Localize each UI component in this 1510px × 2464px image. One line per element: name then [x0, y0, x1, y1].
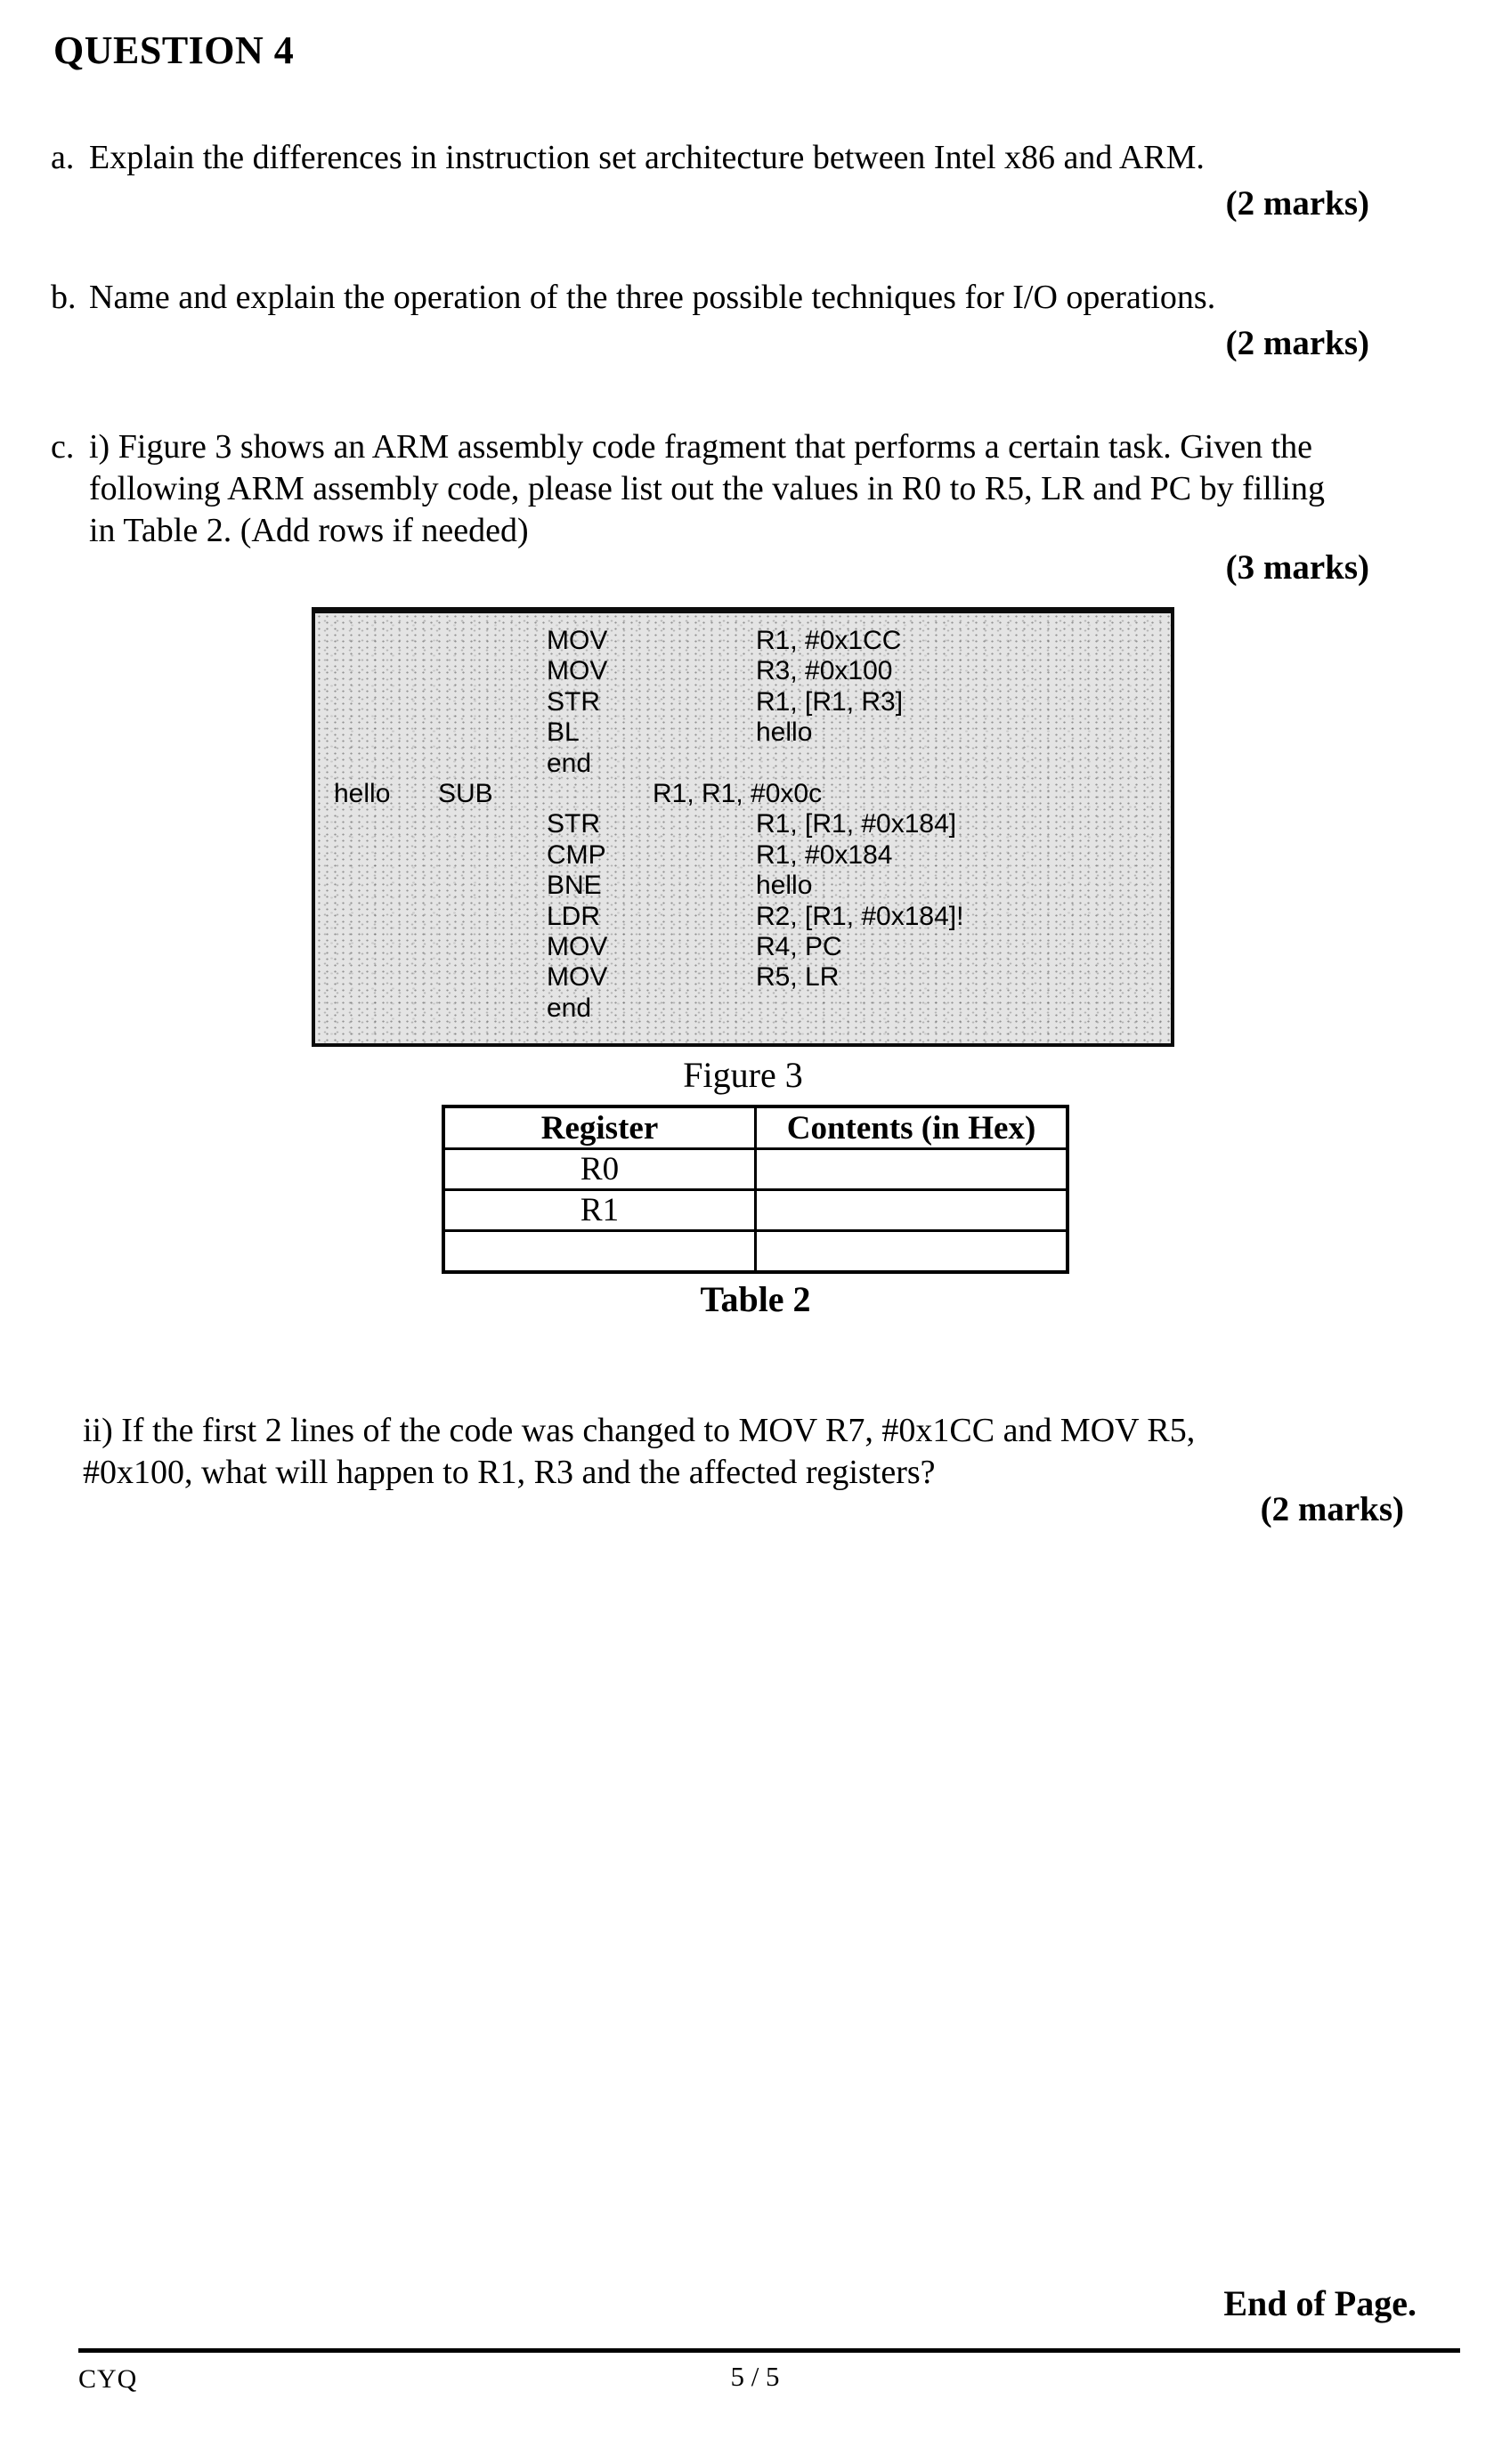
table-row: R0 [442, 1147, 1069, 1191]
code-line-mnemonic: MOV [547, 962, 608, 993]
question-c-i-text: i) Figure 3 shows an ARM assembly code f… [89, 428, 1325, 549]
code-line: hello SUB R1, R1, #0x0c [315, 779, 1171, 809]
code-line-operands: R1, [R1, #0x184] [756, 809, 957, 839]
question-b: b. Name and explain the operation of the… [51, 277, 1377, 319]
footer-page-number: 5 / 5 [730, 2361, 780, 2392]
code-line-mnemonic: STR [547, 809, 600, 839]
table-header-cell: Contents (in Hex) [754, 1105, 1069, 1150]
question-a: a. Explain the differences in instructio… [51, 137, 1377, 179]
code-line-operands: R1, #0x184 [756, 839, 893, 870]
code-line-operands: R1, [R1, R3] [756, 686, 904, 717]
code-line: BL hello [315, 717, 1171, 748]
question-b-text: Name and explain the operation of the th… [89, 279, 1216, 316]
code-line-operands: hello [756, 871, 813, 901]
code-line: LDR R2, [R1, #0x184]! [315, 902, 1171, 932]
code-line-mnemonic: end [547, 993, 592, 1023]
code-line-operands: R4, PC [756, 931, 842, 961]
code-line-operands: R3, #0x100 [756, 656, 893, 686]
code-line-mnemonic: SUB [438, 778, 493, 808]
table-row: R1 [442, 1188, 1069, 1232]
code-line: STR R1, [R1, #0x184] [315, 809, 1171, 839]
code-line-mnemonic: MOV [547, 656, 608, 686]
code-line-mnemonic: MOV [547, 626, 608, 655]
code-line-mnemonic: CMP [547, 839, 606, 870]
question-a-label: a. [51, 139, 75, 176]
code-line-mnemonic: BL [547, 717, 580, 748]
question-c-i: c. i) Figure 3 shows an ARM assembly cod… [51, 426, 1351, 552]
table2-caption: Table 2 [700, 1279, 811, 1319]
code-line: end [315, 749, 1171, 779]
figure3-caption: Figure 3 [683, 1055, 803, 1095]
code-line: MOV R5, LR [315, 962, 1171, 993]
code-line: CMP R1, #0x184 [315, 840, 1171, 871]
code-line-mnemonic: end [547, 748, 592, 778]
question-c-ii-marks: (2 marks) [1260, 1490, 1404, 1528]
code-line: BNE hello [315, 871, 1171, 901]
table-cell: R0 [442, 1147, 757, 1191]
table-cell [754, 1229, 1069, 1274]
end-of-page-note: End of Page. [1223, 2283, 1417, 2323]
code-line-operands: hello [756, 717, 813, 748]
question-a-marks: (2 marks) [1225, 184, 1369, 223]
code-line-operands: R5, LR [756, 962, 840, 993]
table-cell [754, 1188, 1069, 1232]
table-cell [754, 1147, 1069, 1191]
code-line: end [315, 993, 1171, 1024]
question-b-marks: (2 marks) [1225, 324, 1369, 362]
question-c-ii-text: ii) If the first 2 lines of the code was… [83, 1412, 1196, 1491]
table-header-cell: Register [442, 1105, 757, 1150]
question-c-i-marks: (3 marks) [1225, 548, 1369, 587]
question-c-label: c. [51, 428, 75, 466]
page-title: QUESTION 4 [53, 28, 295, 72]
code-line: MOV R3, #0x100 [315, 656, 1171, 686]
question-b-label: b. [51, 279, 77, 316]
code-line-mnemonic: LDR [547, 901, 601, 931]
code-line-mnemonic: MOV [547, 931, 608, 961]
code-line-mnemonic: BNE [547, 871, 602, 901]
table-row [442, 1229, 1069, 1274]
footer-divider [78, 2348, 1460, 2353]
table-cell [442, 1229, 757, 1274]
code-line-mnemonic: STR [547, 686, 600, 717]
footer-author: CYQ [78, 2364, 138, 2394]
code-line: MOV R1, #0x1CC [315, 626, 1171, 656]
question-a-text: Explain the differences in instruction s… [89, 139, 1205, 176]
code-line-operands: R1, #0x1CC [756, 626, 902, 655]
table-cell: R1 [442, 1188, 757, 1232]
code-line-operands: R2, [R1, #0x184]! [756, 901, 964, 931]
code-line-operands: R1, R1, #0x0c [653, 778, 823, 808]
code-line-label: hello [334, 778, 391, 808]
figure3-code-box: MOV R1, #0x1CC MOV R3, #0x100 STR R1, [R… [312, 607, 1174, 1047]
code-line: MOV R4, PC [315, 932, 1171, 962]
code-line: STR R1, [R1, R3] [315, 687, 1171, 717]
